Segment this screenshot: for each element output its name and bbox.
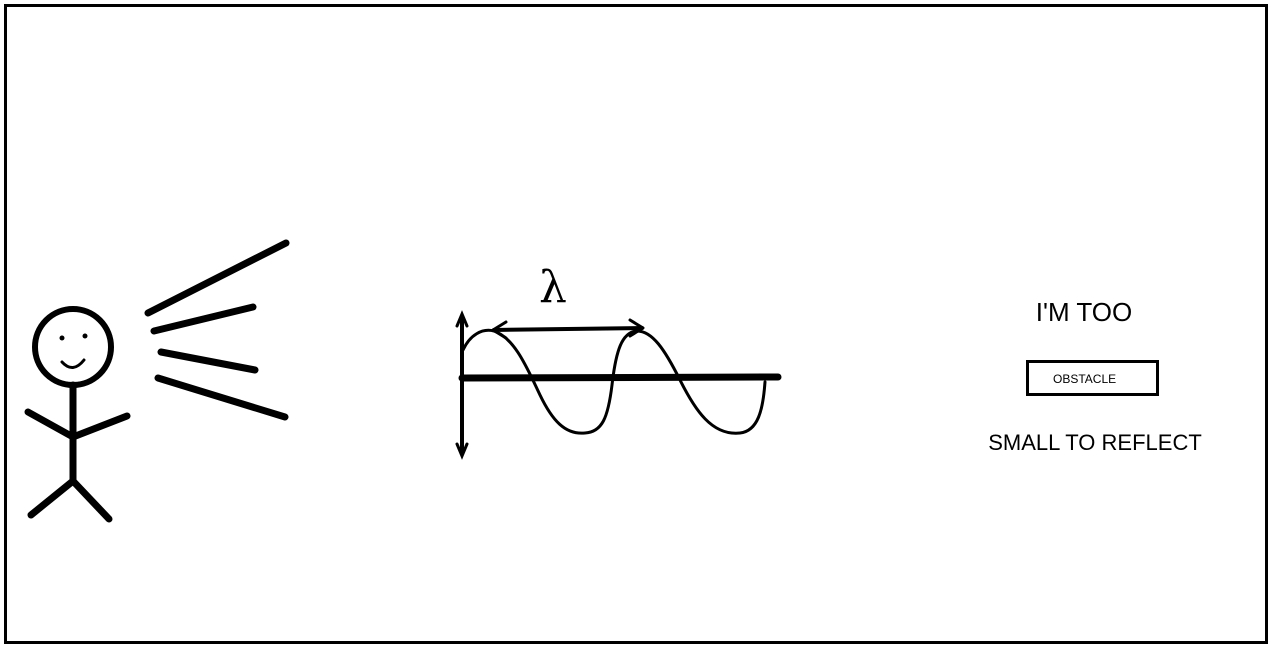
left-arm [24, 408, 77, 441]
head [32, 306, 114, 388]
right-eye [82, 333, 88, 339]
vertical-axis-arrow-top [455, 310, 469, 328]
horizontal-axis [458, 373, 782, 382]
wave-axes [455, 310, 782, 460]
wavelength-symbol: λ [539, 262, 567, 313]
obstacle-box: OBSTACLE [1026, 360, 1159, 396]
stick-figure-icon [24, 306, 131, 523]
left-leg [27, 477, 77, 519]
sound-lines-icon [144, 239, 290, 421]
left-eye [59, 335, 65, 341]
sine-wave-icon [461, 328, 767, 435]
obstacle-caption-top: I'M TOO [1035, 297, 1133, 327]
obstacle-caption-bottom: SMALL TO REFLECT [988, 430, 1202, 455]
wavelength-arrow-icon [491, 318, 645, 340]
obstacle-label: OBSTACLE [1053, 372, 1117, 386]
right-arm [69, 412, 131, 441]
vertical-axis-arrow-bottom [455, 442, 469, 460]
right-leg [69, 477, 113, 523]
smile [60, 358, 86, 369]
